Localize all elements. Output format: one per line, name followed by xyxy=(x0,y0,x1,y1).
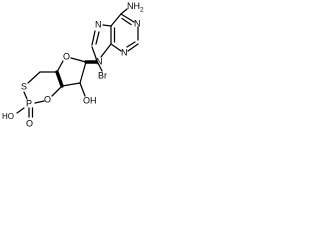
bond-p-o3prime xyxy=(34,100,45,104)
atom-label-phosphorus: P xyxy=(26,98,32,108)
bond-c3prime-c4prime xyxy=(55,70,64,88)
atom-label-n7: N xyxy=(95,19,102,29)
bond-c2-n3-double xyxy=(126,41,136,48)
bond-o4prime-c4prime xyxy=(56,60,64,73)
bond-layer xyxy=(16,8,139,118)
bond-c1prime-o4prime xyxy=(70,57,87,63)
atom-label-layer: NH2 N N N N Br O OH O P S HO O xyxy=(2,1,144,128)
bond-c6-n1-double xyxy=(121,17,132,26)
atom-label-n1: N xyxy=(134,18,141,28)
atom-label-p-oxo: O xyxy=(26,118,33,128)
bond-n9-c4 xyxy=(100,43,112,58)
atom-label-n3: N xyxy=(121,47,128,57)
bond-c2prime-c3prime xyxy=(61,82,81,87)
bond-c1prime-c2prime xyxy=(79,61,87,84)
bond-c6-nh2 xyxy=(120,8,128,15)
bond-n7-c8-double xyxy=(95,31,100,45)
atom-label-thio: S xyxy=(21,81,27,91)
bond-c2prime-oh xyxy=(79,82,86,97)
bond-c6-n1 xyxy=(120,13,135,23)
bond-o3prime-c3prime xyxy=(51,85,63,97)
atom-label-p-hydroxyl: HO xyxy=(2,112,14,121)
bond-c5prime-s xyxy=(27,71,41,84)
atom-label-phosphate-oxygen: O xyxy=(44,94,51,104)
molecular-structure-diagram: NH2 N N N N Br O OH O P S HO O xyxy=(2,1,144,128)
atom-label-ring-oxygen: O xyxy=(63,51,70,61)
bond-s-p xyxy=(23,91,28,100)
bond-c8-n9 xyxy=(91,46,97,59)
bond-c5-n7 xyxy=(102,24,112,27)
bond-c2-n3 xyxy=(127,43,139,52)
bond-n3-c4 xyxy=(110,43,122,52)
atom-label-n9: N xyxy=(96,56,103,66)
atom-label-hydroxyl: OH xyxy=(83,95,97,105)
atom-label-amine: NH2 xyxy=(127,1,144,13)
bond-c5-c6 xyxy=(110,13,122,27)
bond-n7-c8 xyxy=(91,30,96,46)
atom-label-bromo: Br xyxy=(98,70,107,80)
bond-p-oh xyxy=(16,107,25,114)
